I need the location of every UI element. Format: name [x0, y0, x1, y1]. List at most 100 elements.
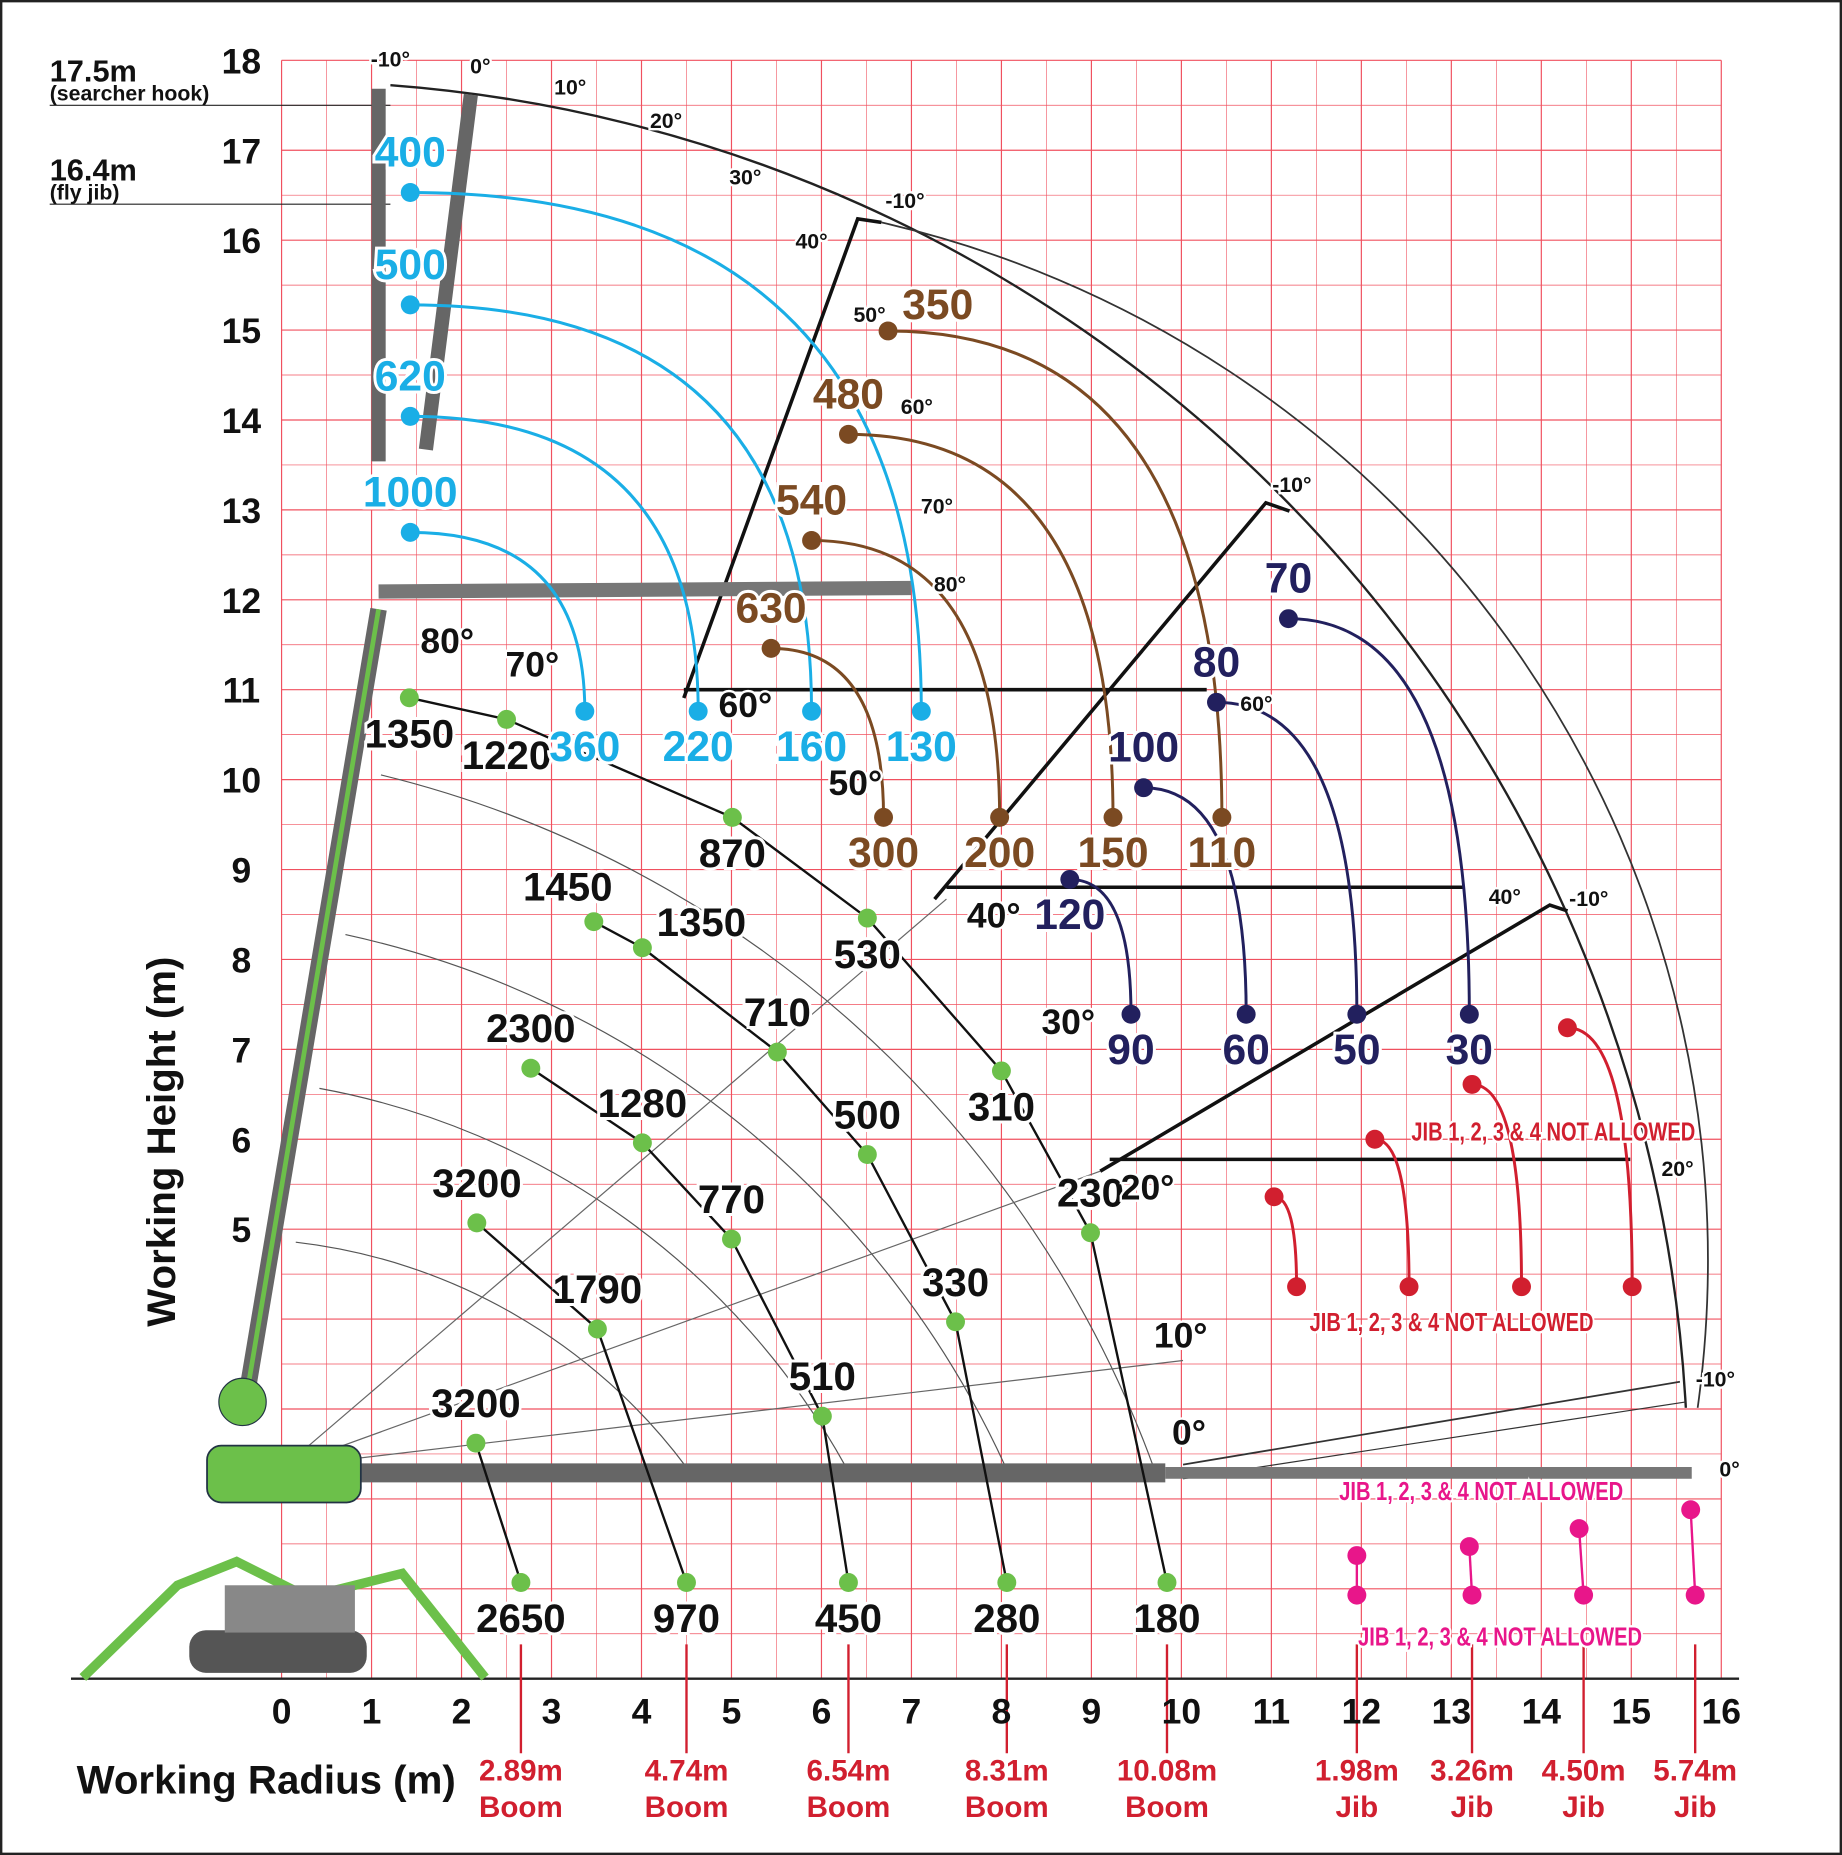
jib-ground-point: [1681, 1500, 1701, 1520]
x-tick-label: 5: [722, 1692, 742, 1732]
boom-load-label: 530: [834, 932, 901, 977]
boom-load-point: [632, 1133, 652, 1153]
searcher-hook-load-point: [990, 807, 1010, 827]
fly-jib-load-point: [400, 406, 420, 426]
boom-load-label: 180: [1133, 1596, 1200, 1641]
boom-load-point: [1157, 1573, 1177, 1592]
angle-label: 80°: [420, 621, 474, 661]
jib-ground-line: [1689, 1509, 1697, 1596]
outriggers: [79, 1556, 489, 1681]
jib-load-curve: [1216, 700, 1359, 1015]
boom-load-label: 510: [789, 1354, 856, 1399]
angle-label: 60°: [901, 395, 933, 419]
angle-label: -10°: [885, 189, 924, 213]
boom-load-point: [677, 1573, 696, 1592]
jib-ground-point: [1459, 1537, 1479, 1557]
boom-load-label: 1350: [365, 711, 454, 756]
fly-jib-load-label: 360: [549, 723, 620, 771]
jib-load-label: 70: [1265, 555, 1312, 603]
angle-label: 40°: [1489, 885, 1521, 909]
boom-load-point: [722, 807, 742, 827]
fly-jib-load-point: [911, 701, 931, 721]
boom-load-label: 1790: [553, 1267, 642, 1312]
searcher-hook-load-point: [878, 321, 898, 341]
fly-jib-load-curve: [410, 530, 587, 712]
not-allowed-curve: [1567, 1026, 1634, 1287]
y-tick-label: 9: [231, 851, 251, 891]
jib-frame-line: [1099, 903, 1569, 1173]
searcher-hook-load-label: 200: [964, 829, 1035, 877]
searcher-hook-load-label: 110: [1188, 829, 1257, 877]
not-allowed-point: [1622, 1277, 1642, 1297]
fly-jib-boom: [371, 88, 478, 462]
not-allowed-point: [1365, 1129, 1385, 1149]
angle-label: 20°: [1121, 1168, 1175, 1208]
jib-load-label: 30: [1446, 1026, 1493, 1074]
configuration-type: Boom: [479, 1791, 563, 1824]
jib-ground-point: [1574, 1585, 1594, 1605]
grid: [49, 59, 1740, 1754]
angle-label: 50°: [853, 303, 885, 327]
jib-ground-line: [1577, 1528, 1585, 1596]
boom-load-label: 1450: [523, 864, 612, 909]
boom-arc: [319, 1087, 847, 1468]
angle-label: 10°: [1154, 1315, 1208, 1355]
configuration-type: Boom: [645, 1791, 729, 1824]
jib-load-label: 90: [1107, 1026, 1154, 1074]
boom-load-point: [857, 908, 877, 928]
boom-load-label: 310: [968, 1085, 1035, 1130]
configuration-length: 8.31m: [965, 1754, 1049, 1787]
envelope: [283, 83, 1709, 1480]
searcher-hook-load-point: [874, 807, 894, 827]
inner-envelope-arc: [881, 221, 1709, 1408]
searcher-hook-load-curve: [811, 538, 1002, 818]
not-allowed-text: JIB 1, 2, 3 & 4 NOT ALLOWED: [1310, 1307, 1594, 1337]
boom-load-point: [722, 1229, 741, 1249]
fly-jib-load-point: [688, 701, 708, 721]
boom-upper: [378, 580, 911, 599]
boom-load-point: [587, 1319, 607, 1339]
crane-illustration: [79, 88, 1692, 1681]
jib-ground-point: [1347, 1546, 1367, 1566]
x-tick-label: 3: [542, 1692, 562, 1732]
boom-load-point: [467, 1213, 487, 1233]
boom-load-label: 500: [834, 1093, 901, 1138]
boom-load-point: [812, 1406, 832, 1426]
angle-label: 50°: [829, 763, 883, 803]
angle-label: 0°: [1719, 1457, 1739, 1481]
configuration-type: Boom: [965, 1791, 1049, 1824]
jib-line: [1182, 1401, 1686, 1480]
configuration-length: 10.08m: [1117, 1754, 1217, 1787]
x-tick-label: 6: [812, 1692, 832, 1732]
configuration-length: 4.74m: [645, 1754, 729, 1787]
angle-label: 70°: [506, 645, 560, 685]
boom-load-point: [521, 1058, 541, 1078]
configuration-type: Jib: [1562, 1791, 1605, 1824]
jib-load-label: 80: [1193, 638, 1240, 686]
boom-load-label: 770: [698, 1177, 765, 1222]
angle-label: 20°: [1661, 1157, 1693, 1181]
jib-load-point: [1207, 692, 1226, 712]
x-tick-label: 12: [1342, 1692, 1381, 1732]
boom-load-label: 710: [744, 990, 811, 1035]
boom-load-point: [1081, 1223, 1100, 1243]
searcher-hook-load-point: [1212, 807, 1232, 827]
boom-load-label: 1350: [657, 900, 746, 945]
y-tick-label: 6: [231, 1120, 251, 1160]
x-tick-label: 1: [362, 1692, 382, 1732]
boom-load-point: [838, 1573, 858, 1592]
y-axis-title: Working Height (m): [139, 957, 184, 1327]
boom-load-point: [497, 709, 516, 729]
boom-load-curve: [474, 1442, 523, 1583]
fly-jib-load-label: 1000: [363, 468, 458, 516]
radial-line: [283, 898, 947, 1468]
angle-label: 30°: [729, 166, 761, 190]
fly-jib-load-curve: [410, 303, 814, 712]
engine-unit: [224, 1585, 355, 1633]
not-allowed-point: [1287, 1277, 1307, 1297]
load-points: [399, 183, 1705, 1605]
y-tick-label: 16: [222, 221, 261, 261]
boom-load-label: 330: [922, 1260, 989, 1305]
not-allowed-point: [1512, 1277, 1531, 1297]
radial-line: [283, 1359, 1184, 1468]
